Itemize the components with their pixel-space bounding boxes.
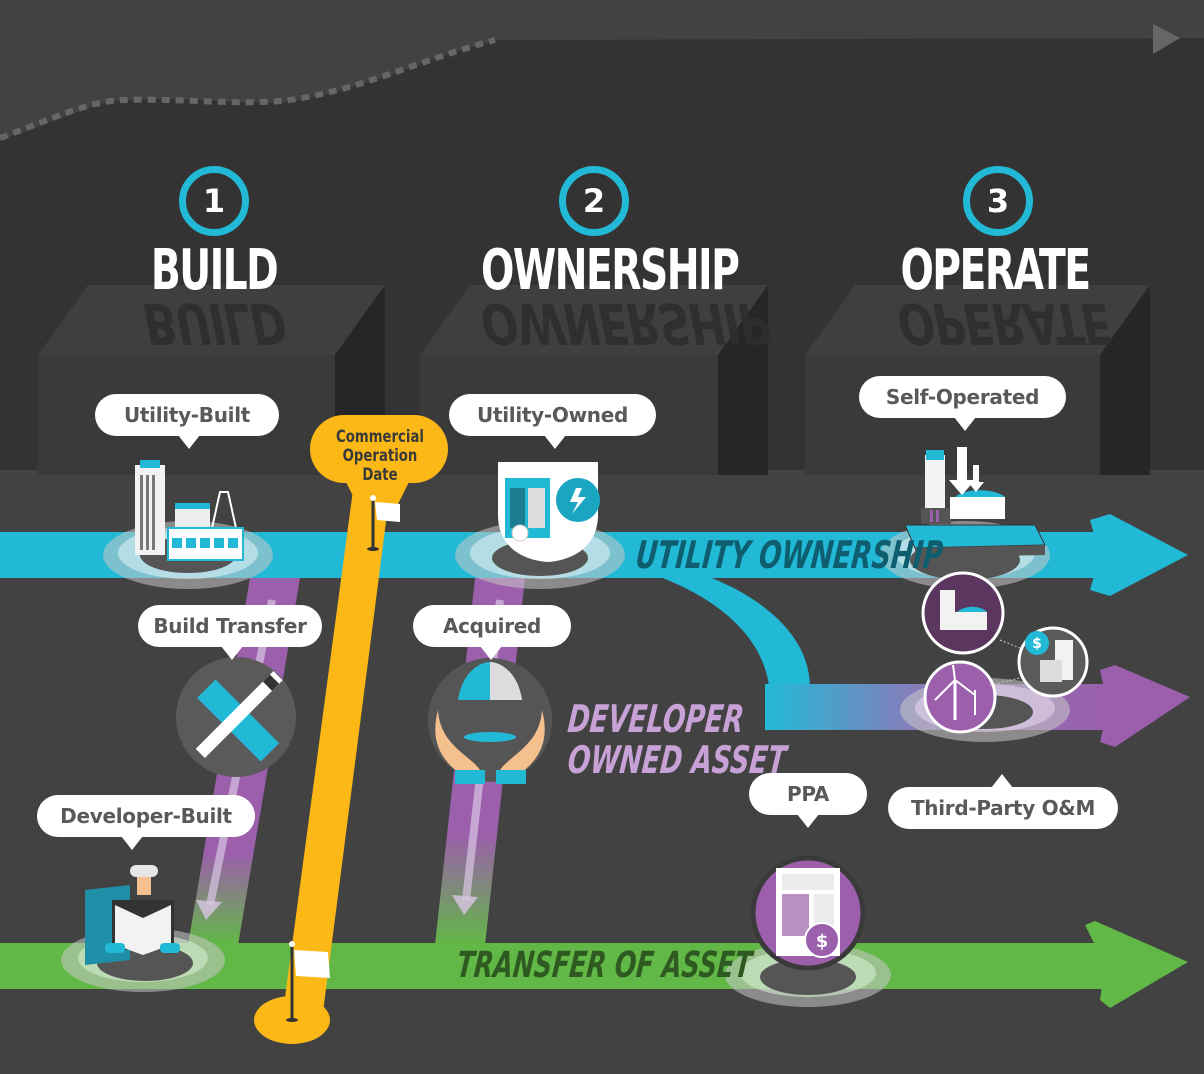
- commercial-operation-date-label: Commercial Operation Date: [336, 427, 424, 485]
- ppa-bubble[interactable]: PPA: [749, 773, 867, 828]
- step-3-title: OPERATE: [900, 238, 1091, 303]
- commercial-operation-date-line: [254, 415, 448, 1044]
- utility-built-bubble[interactable]: Utility-Built: [95, 394, 279, 449]
- developer-built-bubble[interactable]: Developer-Built: [37, 795, 255, 850]
- svg-text:$: $: [1032, 636, 1042, 652]
- developer-owned-label-line2: OWNED ASSET: [565, 738, 789, 782]
- step-2-title: OWNERSHIP: [481, 238, 740, 303]
- flag-icon: [367, 495, 400, 551]
- self-operated-bubble[interactable]: Self-Operated: [859, 376, 1066, 431]
- progress-arrowhead-icon: [1153, 24, 1180, 54]
- utility-arrowhead-icon: [1090, 514, 1188, 596]
- build-block: [38, 285, 385, 475]
- ruler-pencil-icon: [176, 657, 296, 777]
- third-party-om-bubble[interactable]: Third-Party O&M: [888, 774, 1118, 829]
- developer-arrowhead-icon: [1100, 665, 1190, 747]
- utility-built-icon: [135, 460, 244, 561]
- engineer-blueprint-icon: [85, 865, 180, 965]
- step-1-title: BUILD: [150, 238, 279, 303]
- developer-owned-label-line1: DEVELOPER: [565, 697, 746, 741]
- utility-ownership-label: UTILITY OWNERSHIP: [633, 533, 946, 577]
- step-3-reflection: OPERATE: [891, 290, 1116, 355]
- down-arrow-icon: [452, 895, 478, 915]
- solar-facility-icon: [904, 447, 1046, 558]
- step-2-badge: 2: [559, 166, 629, 236]
- step-1-badge: 1: [179, 166, 249, 236]
- ppa-platform: [725, 943, 891, 1007]
- down-arrow-icon: [196, 900, 222, 920]
- contract-dollar-icon: $: [750, 855, 866, 971]
- progress-dashed-line: [0, 37, 496, 141]
- utility-owned-bubble[interactable]: Utility-Owned: [449, 394, 656, 449]
- step-1-reflection: BUILD: [137, 290, 291, 355]
- svg-text:$: $: [816, 931, 829, 952]
- dollar-facility-circle-icon: $: [989, 626, 1089, 698]
- power-plant-circle-icon: [921, 571, 1005, 655]
- certificate-shield-icon: [498, 462, 600, 562]
- acquired-bubble[interactable]: Acquired: [413, 605, 571, 660]
- wind-turbine-circle-icon: [923, 660, 997, 734]
- transfer-of-asset-label: TRANSFER OF ASSET: [454, 945, 754, 986]
- step-2-reflection: OWNERSHIP: [474, 290, 775, 355]
- transfer-arrowhead-icon: [1085, 921, 1188, 1008]
- parachute-hands-icon: [428, 658, 552, 784]
- flag-icon: [286, 941, 330, 1022]
- step-3-badge: 3: [963, 166, 1033, 236]
- build-transfer-bubble[interactable]: Build Transfer: [138, 605, 322, 660]
